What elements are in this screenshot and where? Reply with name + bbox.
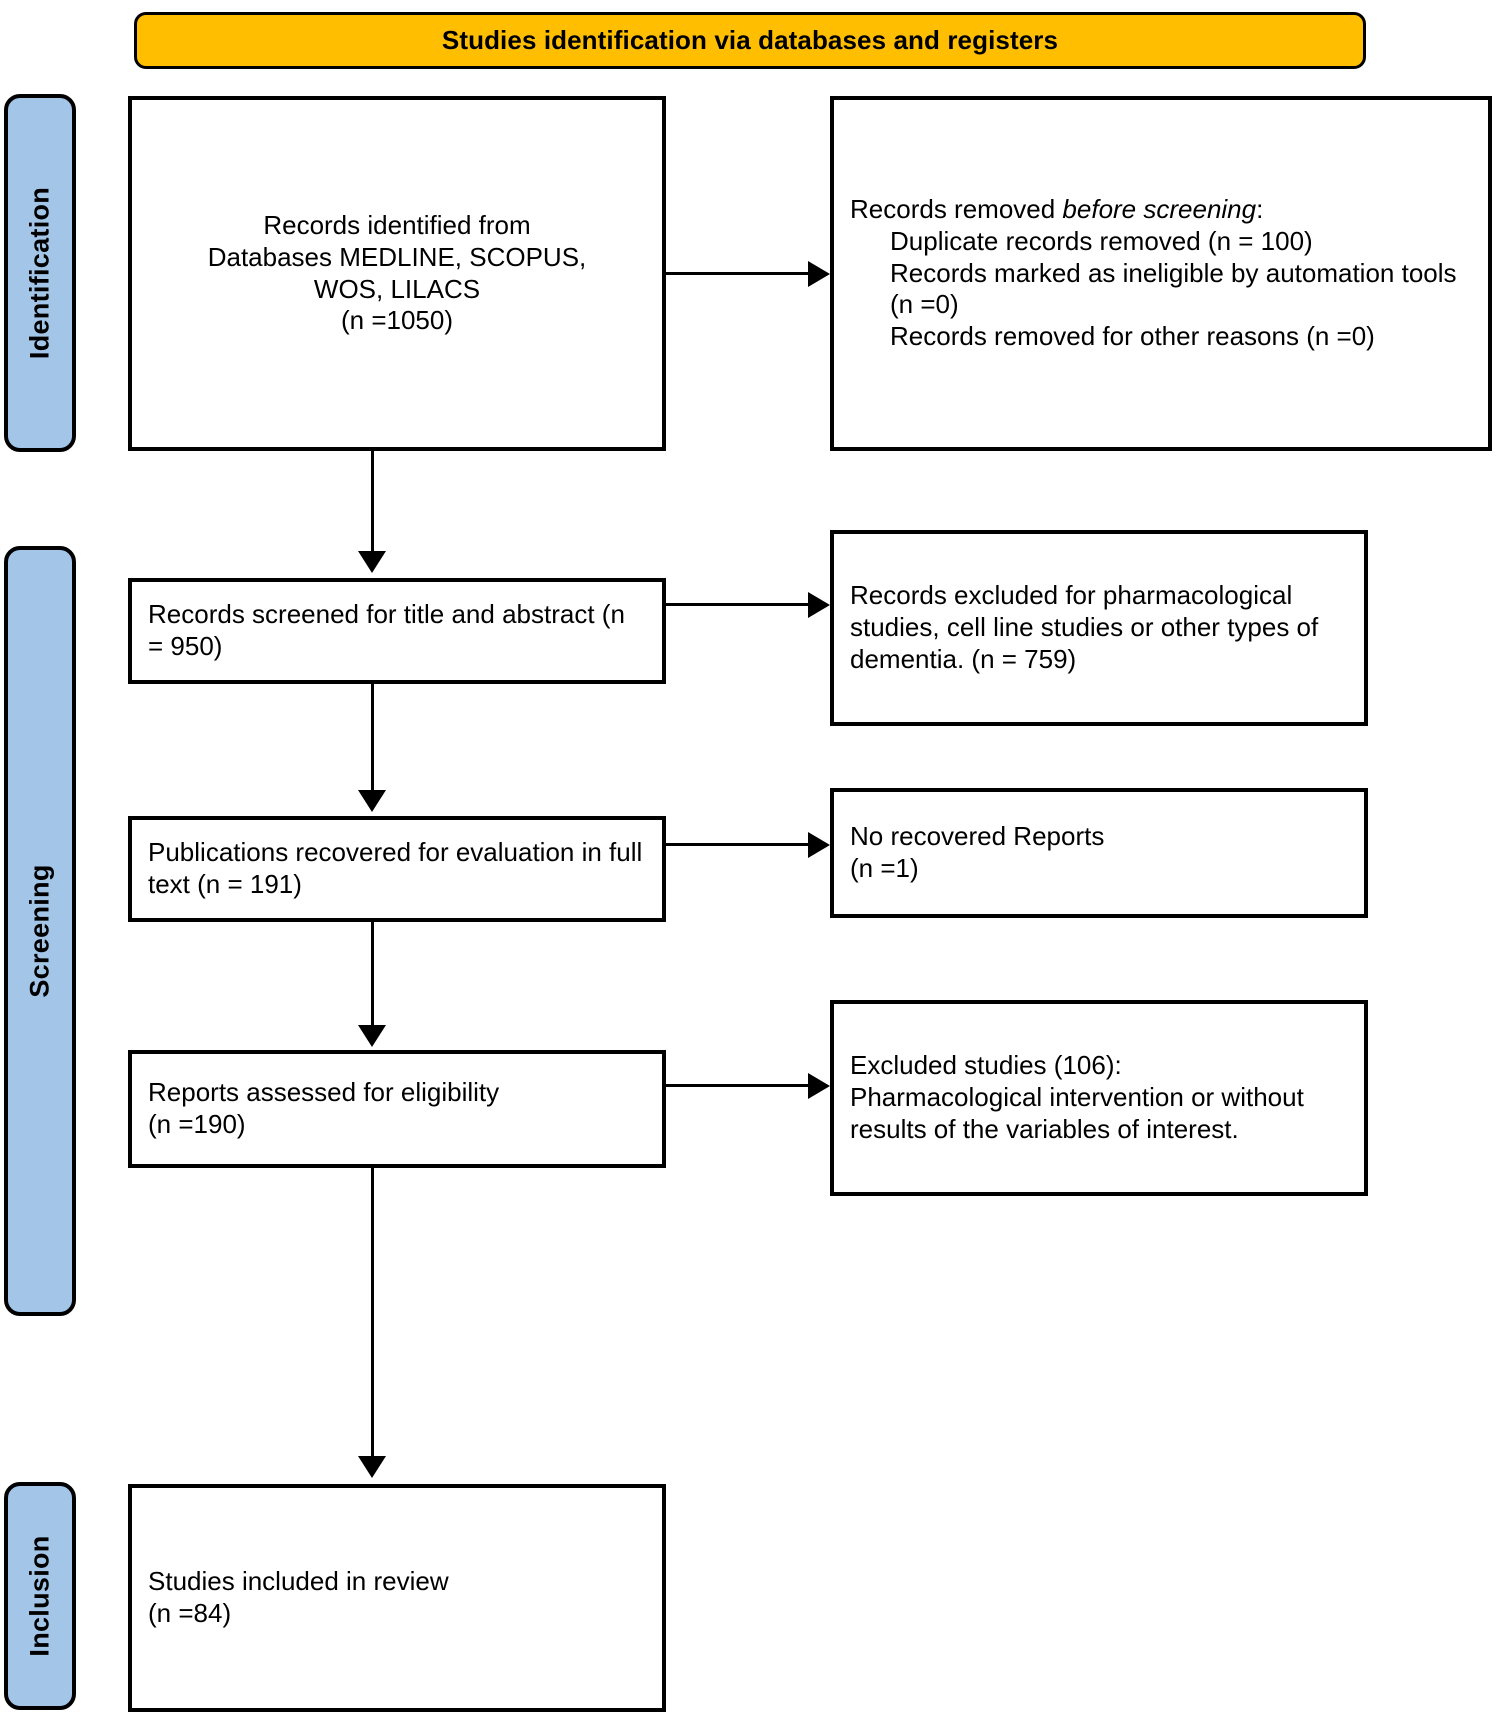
connector-recovered-to-assessed — [371, 922, 374, 1025]
connector-assessed-to-included — [371, 1168, 374, 1456]
excluded-studies-line1: Excluded studies (106): — [850, 1050, 1122, 1081]
no-recovered-reports-line1: No recovered Reports — [850, 821, 1105, 852]
connector-identified-to-screened — [371, 451, 374, 551]
records-removed-heading-italic: before screening — [1062, 193, 1257, 224]
box-no-recovered-reports: No recovered Reports (n =1) — [830, 788, 1368, 918]
records-identified-line3: WOS, LILACS — [313, 273, 481, 304]
stage-sidebar-screening: Screening — [4, 546, 76, 1316]
arrowhead-screened-to-recovered — [358, 790, 386, 812]
diagram-title-text: Studies identification via databases and… — [441, 25, 1059, 55]
arrowhead-identified-to-screened — [358, 551, 386, 573]
excluded-studies-line2: Pharmacological intervention or without … — [850, 1082, 1304, 1144]
records-removed-heading-pre: Records removed — [850, 193, 1063, 224]
arrowhead-screened-to-excluded — [808, 592, 830, 618]
records-identified-line1: Records identified from — [263, 209, 531, 240]
publications-recovered-text: Publications recovered for evaluation in… — [148, 837, 643, 899]
box-records-screened: Records screened for title and abstract … — [128, 578, 666, 684]
records-identified-line2: Databases MEDLINE, SCOPUS, — [207, 241, 587, 272]
arrowhead-identified-to-removed — [808, 261, 830, 287]
box-publications-recovered: Publications recovered for evaluation in… — [128, 816, 666, 922]
records-removed-item-other: Records removed for other reasons (n =0) — [890, 321, 1375, 352]
records-removed-item-duplicates: Duplicate records removed (n = 100) — [890, 225, 1313, 256]
connector-recovered-to-noreports — [666, 843, 808, 846]
records-removed-heading-post: : — [1256, 193, 1264, 224]
diagram-title-banner: Studies identification via databases and… — [134, 12, 1366, 69]
records-removed-item-automation: Records marked as ineligible by automati… — [890, 257, 1457, 320]
stage-sidebar-inclusion: Inclusion — [4, 1482, 76, 1710]
box-studies-included: Studies included in review (n =84) — [128, 1484, 666, 1712]
box-records-excluded: Records excluded for pharmacological stu… — [830, 530, 1368, 726]
arrowhead-recovered-to-assessed — [358, 1025, 386, 1047]
reports-assessed-count: (n =190) — [148, 1109, 246, 1139]
connector-screened-to-recovered — [371, 684, 374, 790]
arrowhead-assessed-to-excluded-studies — [808, 1073, 830, 1099]
connector-screened-to-excluded — [666, 603, 808, 606]
connector-assessed-to-excluded-studies — [666, 1084, 808, 1087]
studies-included-line1: Studies included in review — [148, 1566, 449, 1597]
arrowhead-recovered-to-noreports — [808, 832, 830, 858]
box-reports-assessed: Reports assessed for eligibility (n =190… — [128, 1050, 666, 1168]
records-screened-text: Records screened for title and abstract … — [148, 599, 625, 661]
arrowhead-assessed-to-included — [358, 1456, 386, 1478]
studies-included-count: (n =84) — [148, 1598, 232, 1628]
records-removed-heading: Records removed before screening: — [850, 194, 1472, 226]
records-identified-count: (n =1050) — [340, 305, 454, 336]
stage-sidebar-identification: Identification — [4, 94, 76, 452]
connector-identified-to-removed — [666, 272, 808, 275]
stage-label-inclusion: Inclusion — [24, 1535, 55, 1657]
records-excluded-text: Records excluded for pharmacological stu… — [850, 580, 1319, 674]
box-records-identified: Records identified from Databases MEDLIN… — [128, 96, 666, 451]
box-records-removed-before-screening: Records removed before screening: Duplic… — [830, 96, 1492, 451]
stage-label-identification: Identification — [24, 186, 55, 360]
box-excluded-studies: Excluded studies (106): Pharmacological … — [830, 1000, 1368, 1196]
reports-assessed-line1: Reports assessed for eligibility — [148, 1077, 500, 1108]
stage-label-screening: Screening — [24, 864, 55, 998]
no-recovered-reports-count: (n =1) — [850, 853, 919, 883]
